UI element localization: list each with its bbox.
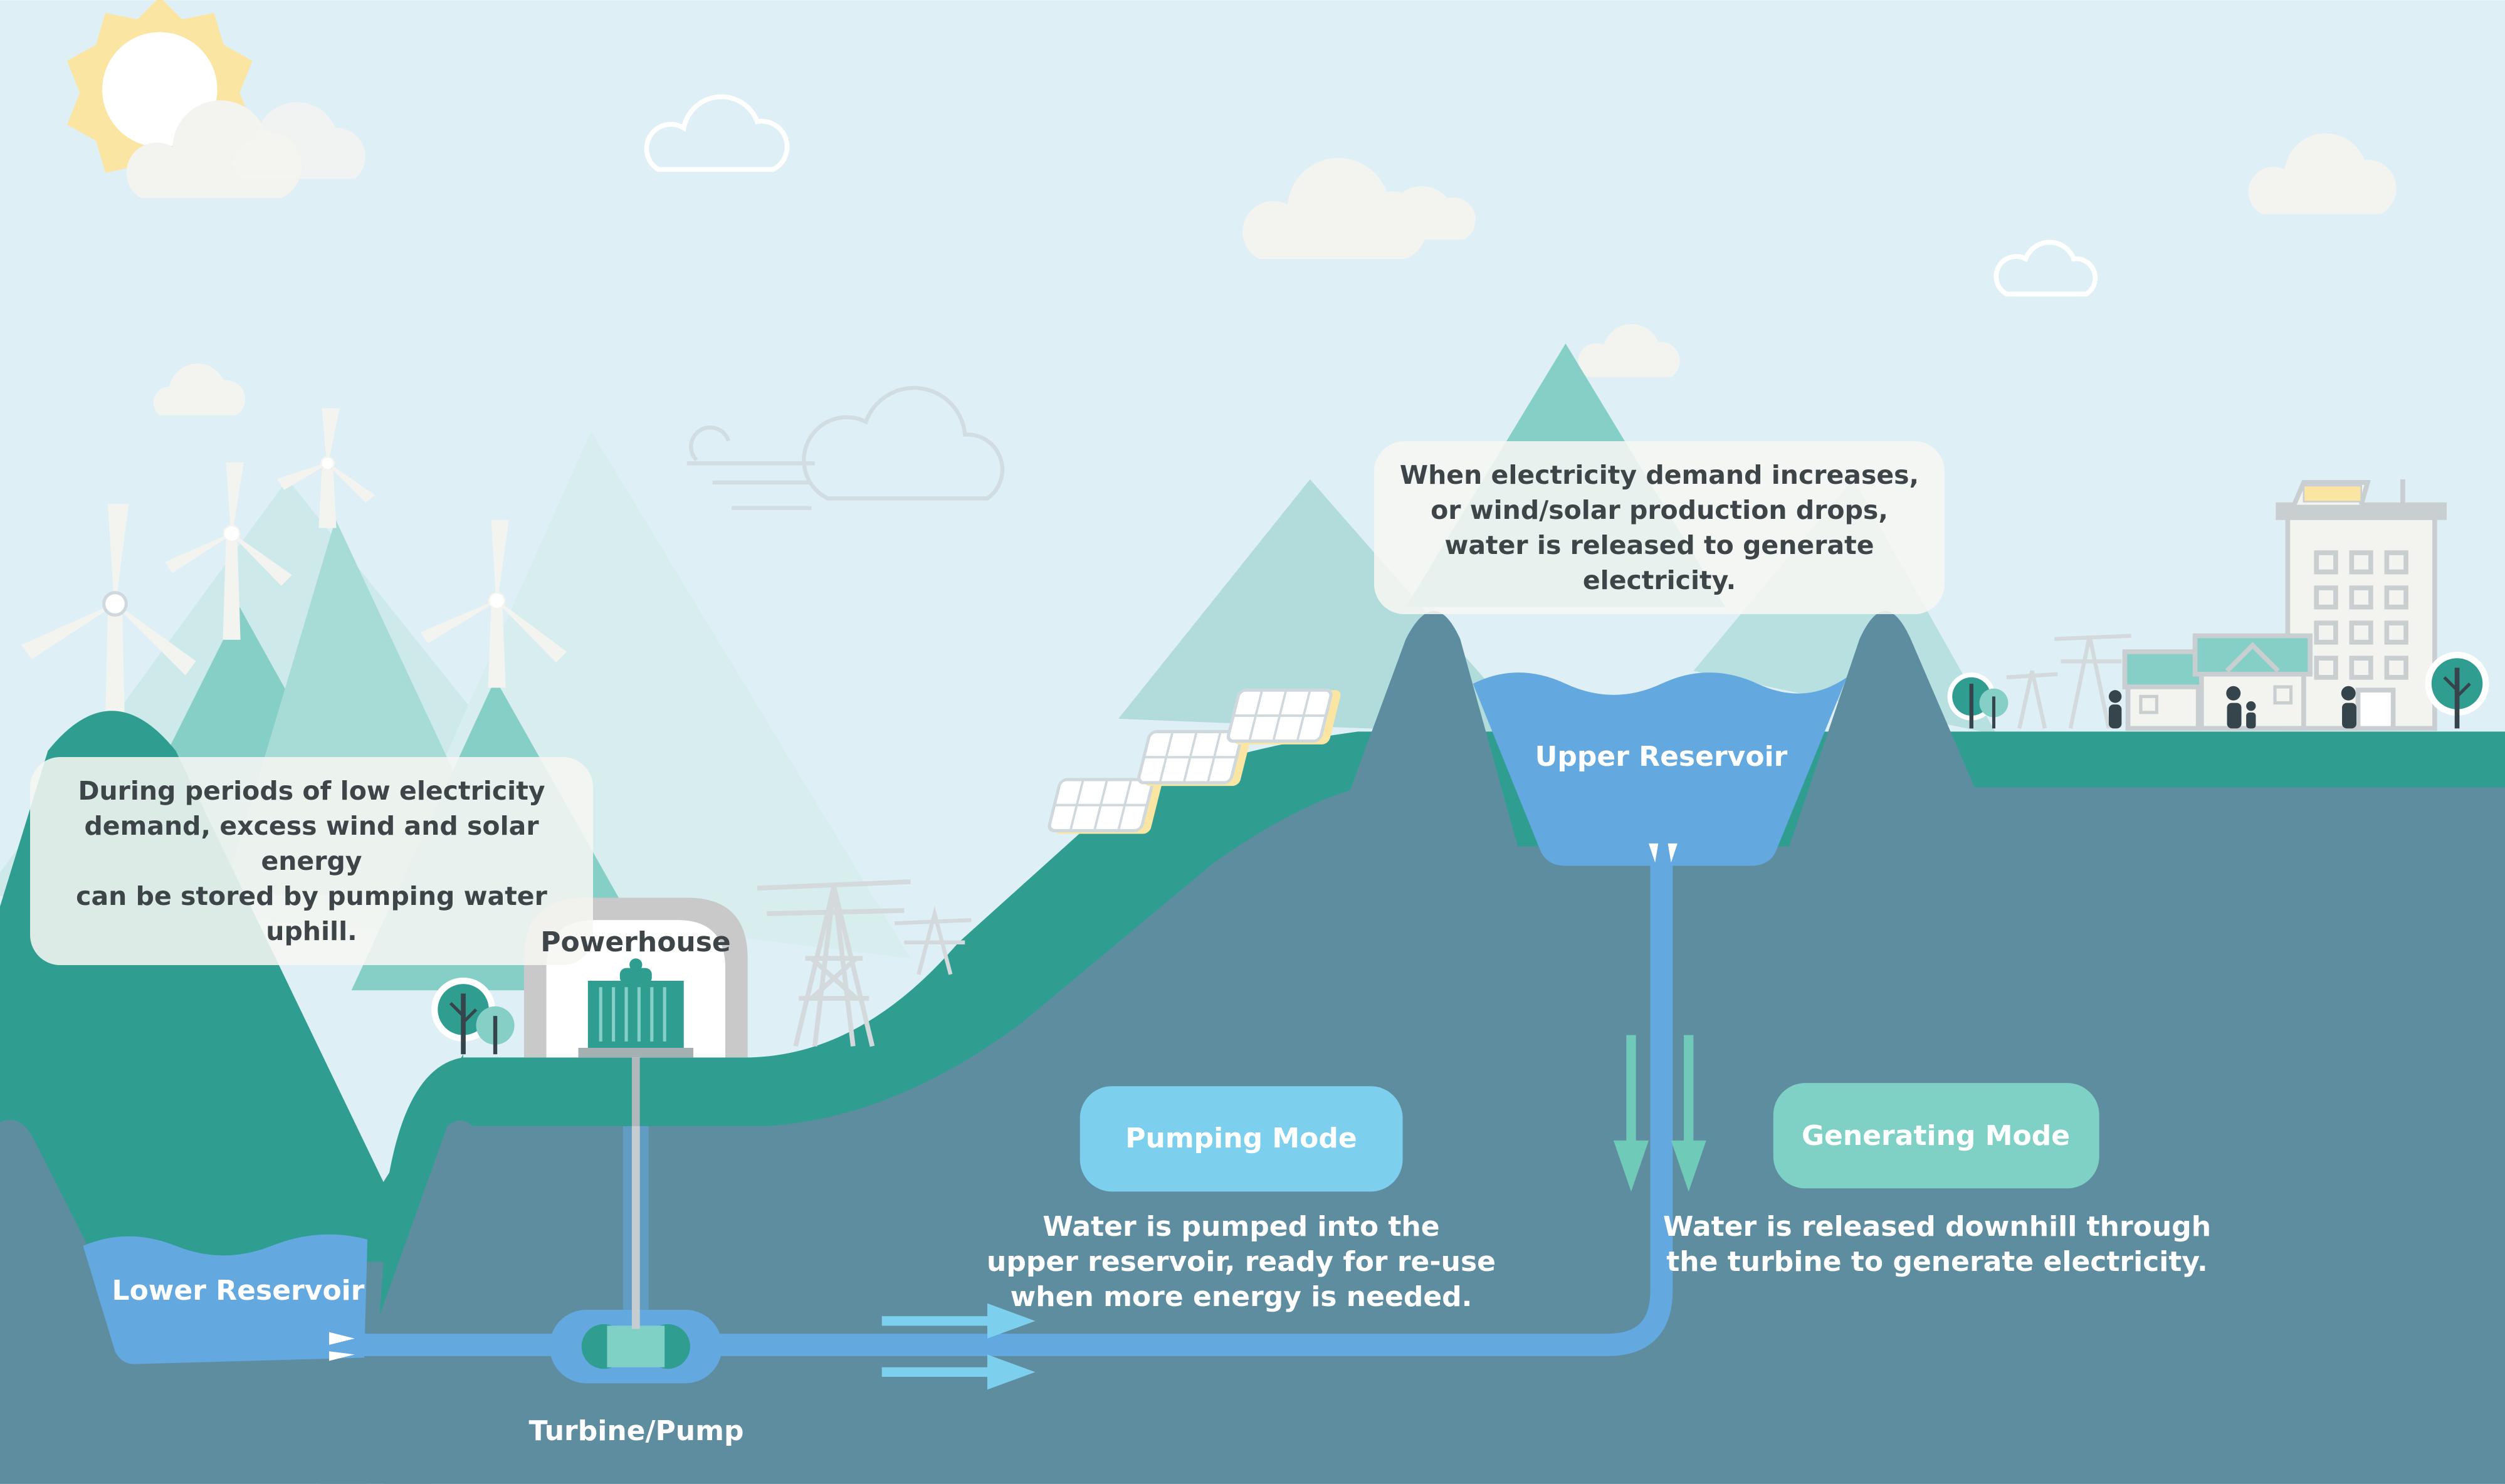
cloud-icon [126, 100, 365, 199]
cloud-icon [1578, 324, 1680, 377]
upper-reservoir-label: Upper Reservoir [1535, 741, 1788, 773]
pumping-mode-title: Pumping Mode [1125, 1122, 1357, 1154]
transmission-tower-icon [895, 906, 972, 975]
generating-mode-description: Water is released downhill through the t… [1662, 1211, 2212, 1278]
cloud-icon [1242, 158, 1476, 259]
cloud-icon [644, 94, 2098, 296]
powerhouse-label: Powerhouse [540, 926, 731, 958]
cloud-icon [2248, 133, 2397, 214]
flow-arrow-icon [881, 1303, 1036, 1390]
person-icon [2108, 686, 2356, 729]
house-icon [2122, 633, 2313, 731]
wind-turbine-icon [276, 408, 375, 528]
solar-panel-icon [2303, 484, 2362, 503]
solar-panel-icon [1048, 688, 1341, 834]
upper-reservoir-water [1473, 672, 1847, 866]
turbine-pump-housing [549, 1309, 722, 1384]
high-demand-note: When electricity demand increases, or wi… [1374, 441, 1945, 614]
tree-icon [2425, 652, 2489, 729]
transmission-tower-icon [757, 879, 911, 1047]
turbine-pump-label: Turbine/Pump [528, 1415, 744, 1447]
ground [319, 611, 2505, 1484]
low-demand-note: During periods of low electricity demand… [30, 757, 593, 965]
cloud-icon [153, 363, 246, 415]
penstock-pipe [330, 835, 1673, 1356]
cloud-icon [686, 385, 1005, 510]
transmission-tower-icon [2006, 634, 2131, 729]
generating-mode-title: Generating Mode [1801, 1119, 2071, 1152]
tree-icon [1947, 672, 2009, 729]
wind-turbine-icon [420, 520, 567, 688]
pumping-mode-pill [1079, 1086, 1403, 1192]
flow-arrow-icon [1613, 1035, 1706, 1192]
wind-turbine-icon [165, 462, 292, 640]
tree-icon [431, 977, 515, 1055]
pumping-mode-description: Water is pumped into the upper reservoir… [987, 1211, 1496, 1313]
lower-reservoir-label: Lower Reservoir [112, 1275, 365, 1307]
generating-mode-pill [1773, 1083, 2099, 1189]
lower-reservoir-water [83, 1234, 368, 1364]
